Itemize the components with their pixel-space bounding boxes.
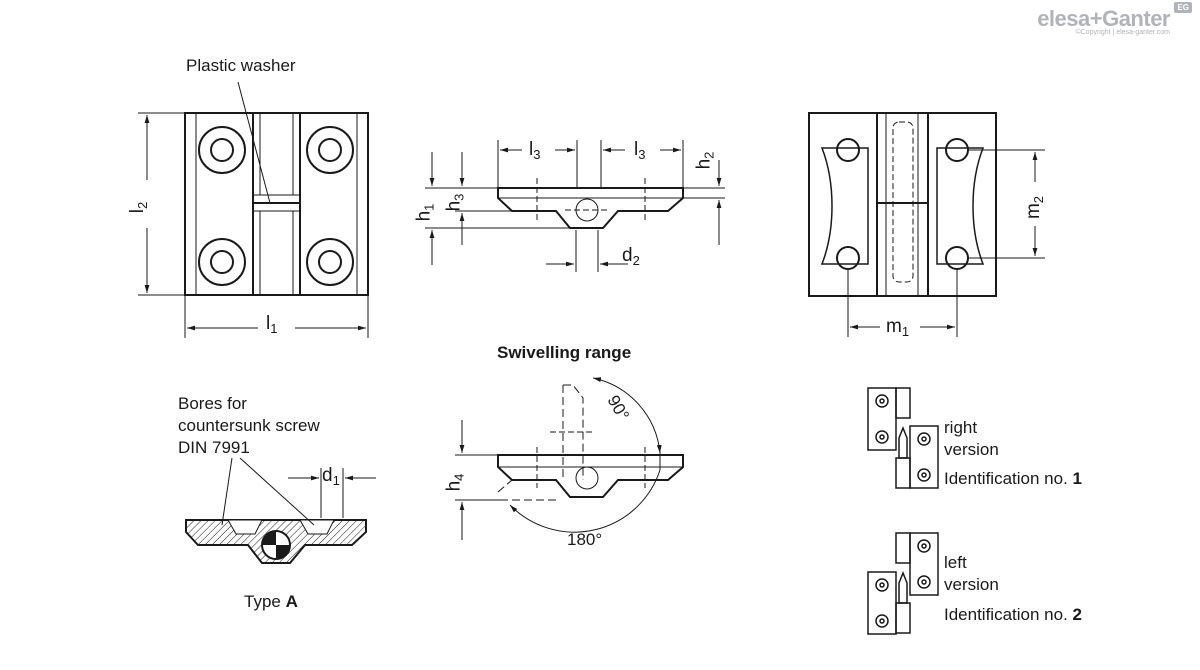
dim-m1-label: m1 bbox=[886, 316, 910, 340]
dim-d2-label: d2 bbox=[622, 245, 640, 269]
dim-l1-label: l1 bbox=[266, 313, 278, 337]
bores-label-line3: DIN 7991 bbox=[178, 438, 250, 457]
type-a-leaders bbox=[221, 457, 376, 526]
washer-leader bbox=[237, 81, 271, 204]
dim-h2-label: h2 bbox=[693, 151, 717, 170]
swivelling-drawing bbox=[497, 384, 684, 501]
type-prefix: Type bbox=[244, 592, 286, 611]
right-version-line2: version bbox=[944, 440, 999, 459]
dim-l2 bbox=[138, 112, 185, 296]
dim-h4-label: h4 bbox=[443, 473, 467, 492]
dim-h3-label: h3 bbox=[443, 193, 467, 212]
brand-logo: elesa+Ganter ©Copyright | elesa-ganter.c… bbox=[1037, 2, 1192, 36]
type-value: A bbox=[285, 592, 298, 611]
swivelling-range-title: Swivelling range bbox=[497, 343, 632, 362]
angle-180-label: 180° bbox=[567, 530, 603, 549]
bores-label-line1: Bores for bbox=[178, 394, 247, 413]
dim-h1-label: h1 bbox=[413, 203, 437, 222]
plastic-washer-label: Plastic washer bbox=[186, 56, 296, 75]
swivel-arcs bbox=[455, 377, 662, 540]
dim-l3-left-label: l3 bbox=[529, 139, 541, 163]
left-version-line1: left bbox=[944, 553, 967, 572]
hinge-rear-view bbox=[808, 112, 997, 297]
bores-label-line2: countersunk screw bbox=[178, 416, 320, 435]
right-version-id: Identification no. 1 bbox=[944, 469, 1082, 488]
brand-copyright: ©Copyright | elesa-ganter.com bbox=[1075, 29, 1170, 36]
rear-dims bbox=[847, 149, 1045, 337]
type-label: Type A bbox=[244, 592, 298, 612]
dim-l1 bbox=[184, 295, 369, 338]
hinge-side-view bbox=[497, 178, 684, 229]
dim-d1-label: d1 bbox=[322, 465, 340, 489]
dim-l3-right-label: l3 bbox=[634, 139, 646, 163]
dim-l2-label: l2 bbox=[127, 201, 151, 214]
left-version-icon bbox=[867, 532, 939, 635]
left-version-id: Identification no. 2 bbox=[944, 605, 1082, 624]
brand-name: elesa+Ganter bbox=[1037, 6, 1170, 31]
side-dims bbox=[425, 140, 725, 272]
brand-badge: EG bbox=[1174, 2, 1192, 13]
bore-br bbox=[306, 238, 354, 286]
right-version-line1: right bbox=[944, 418, 978, 437]
dim-m2-label: m2 bbox=[1023, 195, 1047, 220]
bore-bl bbox=[198, 238, 246, 286]
section-type-a bbox=[185, 519, 367, 564]
left-version-line2: version bbox=[944, 575, 999, 594]
bore-tl bbox=[198, 126, 246, 174]
bore-tr bbox=[306, 126, 354, 174]
hinge-front-view bbox=[184, 112, 369, 296]
right-version-icon bbox=[867, 387, 939, 489]
